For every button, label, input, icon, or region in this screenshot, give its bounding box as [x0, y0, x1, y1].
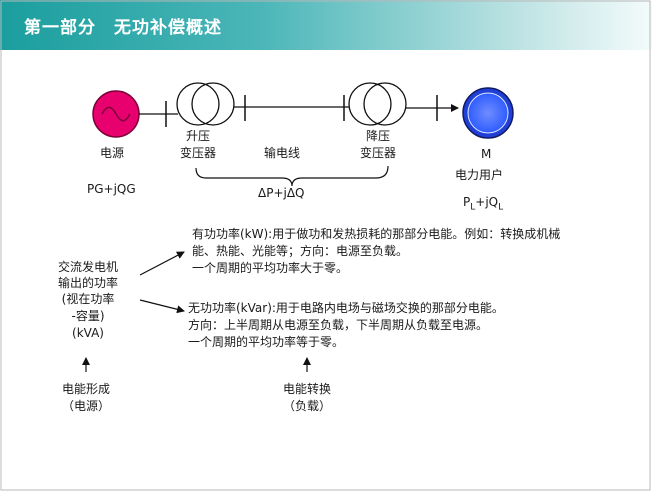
active-power-line2: 能、热能、光能等；方向：电源至负载。	[192, 244, 409, 258]
alternator-line3: (视在功率	[61, 292, 115, 306]
motor-label: M	[481, 147, 492, 161]
active-power-line3: 一个周期的平均功率大于零。	[192, 261, 349, 275]
energy-conversion-line1: 电能转换	[282, 382, 331, 396]
transmission-line-label: 输电线	[264, 146, 301, 160]
alternator-line2: 输出的功率	[57, 276, 118, 290]
source-power-formula: PG+jQG	[87, 182, 136, 196]
step-down-transformer-symbol	[348, 82, 407, 126]
arrow-to-active-power	[139, 251, 185, 276]
reactive-power-line3: 一个周期的平均功率等于零。	[188, 335, 345, 349]
loss-formula: ΔP+jΔQ	[258, 186, 305, 200]
energy-conversion-line2: （负载）	[282, 399, 331, 413]
step-down-label-line2: 变压器	[359, 146, 396, 160]
step-up-transformer-symbol	[176, 82, 235, 126]
source-label: 电源	[100, 146, 125, 160]
header-bar: 第一部分 无功补偿概述	[0, 0, 652, 50]
energy-formation-line2: （电源）	[61, 399, 110, 413]
reactive-power-line1: 无功功率(kVar):用于电路内电场与磁场交换的那部分电能。	[188, 301, 504, 315]
step-up-label-line2: 变压器	[179, 146, 216, 160]
alternator-line4: -容量)	[71, 309, 105, 323]
page-title: 第一部分 无功补偿概述	[24, 18, 222, 38]
generator-symbol	[92, 90, 140, 138]
arrow-to-reactive-power	[139, 299, 185, 314]
load-label: 电力用户	[455, 168, 504, 182]
active-power-line1: 有功功率(kW):用于做功和发热损耗的那部分电能。例如：转换成机械	[192, 227, 561, 241]
load-power-formula: PL+jQL	[463, 195, 504, 213]
reactive-power-line2: 方向：上半周期从电源至负载，下半周期从负载至电源。	[188, 318, 489, 332]
motor-symbol	[462, 87, 514, 139]
loss-brace	[195, 165, 389, 187]
alternator-line5: (kVA)	[72, 326, 104, 340]
alternator-line1: 交流发电机	[57, 260, 118, 274]
energy-formation-line1: 电能形成	[61, 382, 110, 396]
step-down-label-line1: 降压	[365, 129, 390, 143]
step-up-label-line1: 升压	[185, 129, 210, 143]
